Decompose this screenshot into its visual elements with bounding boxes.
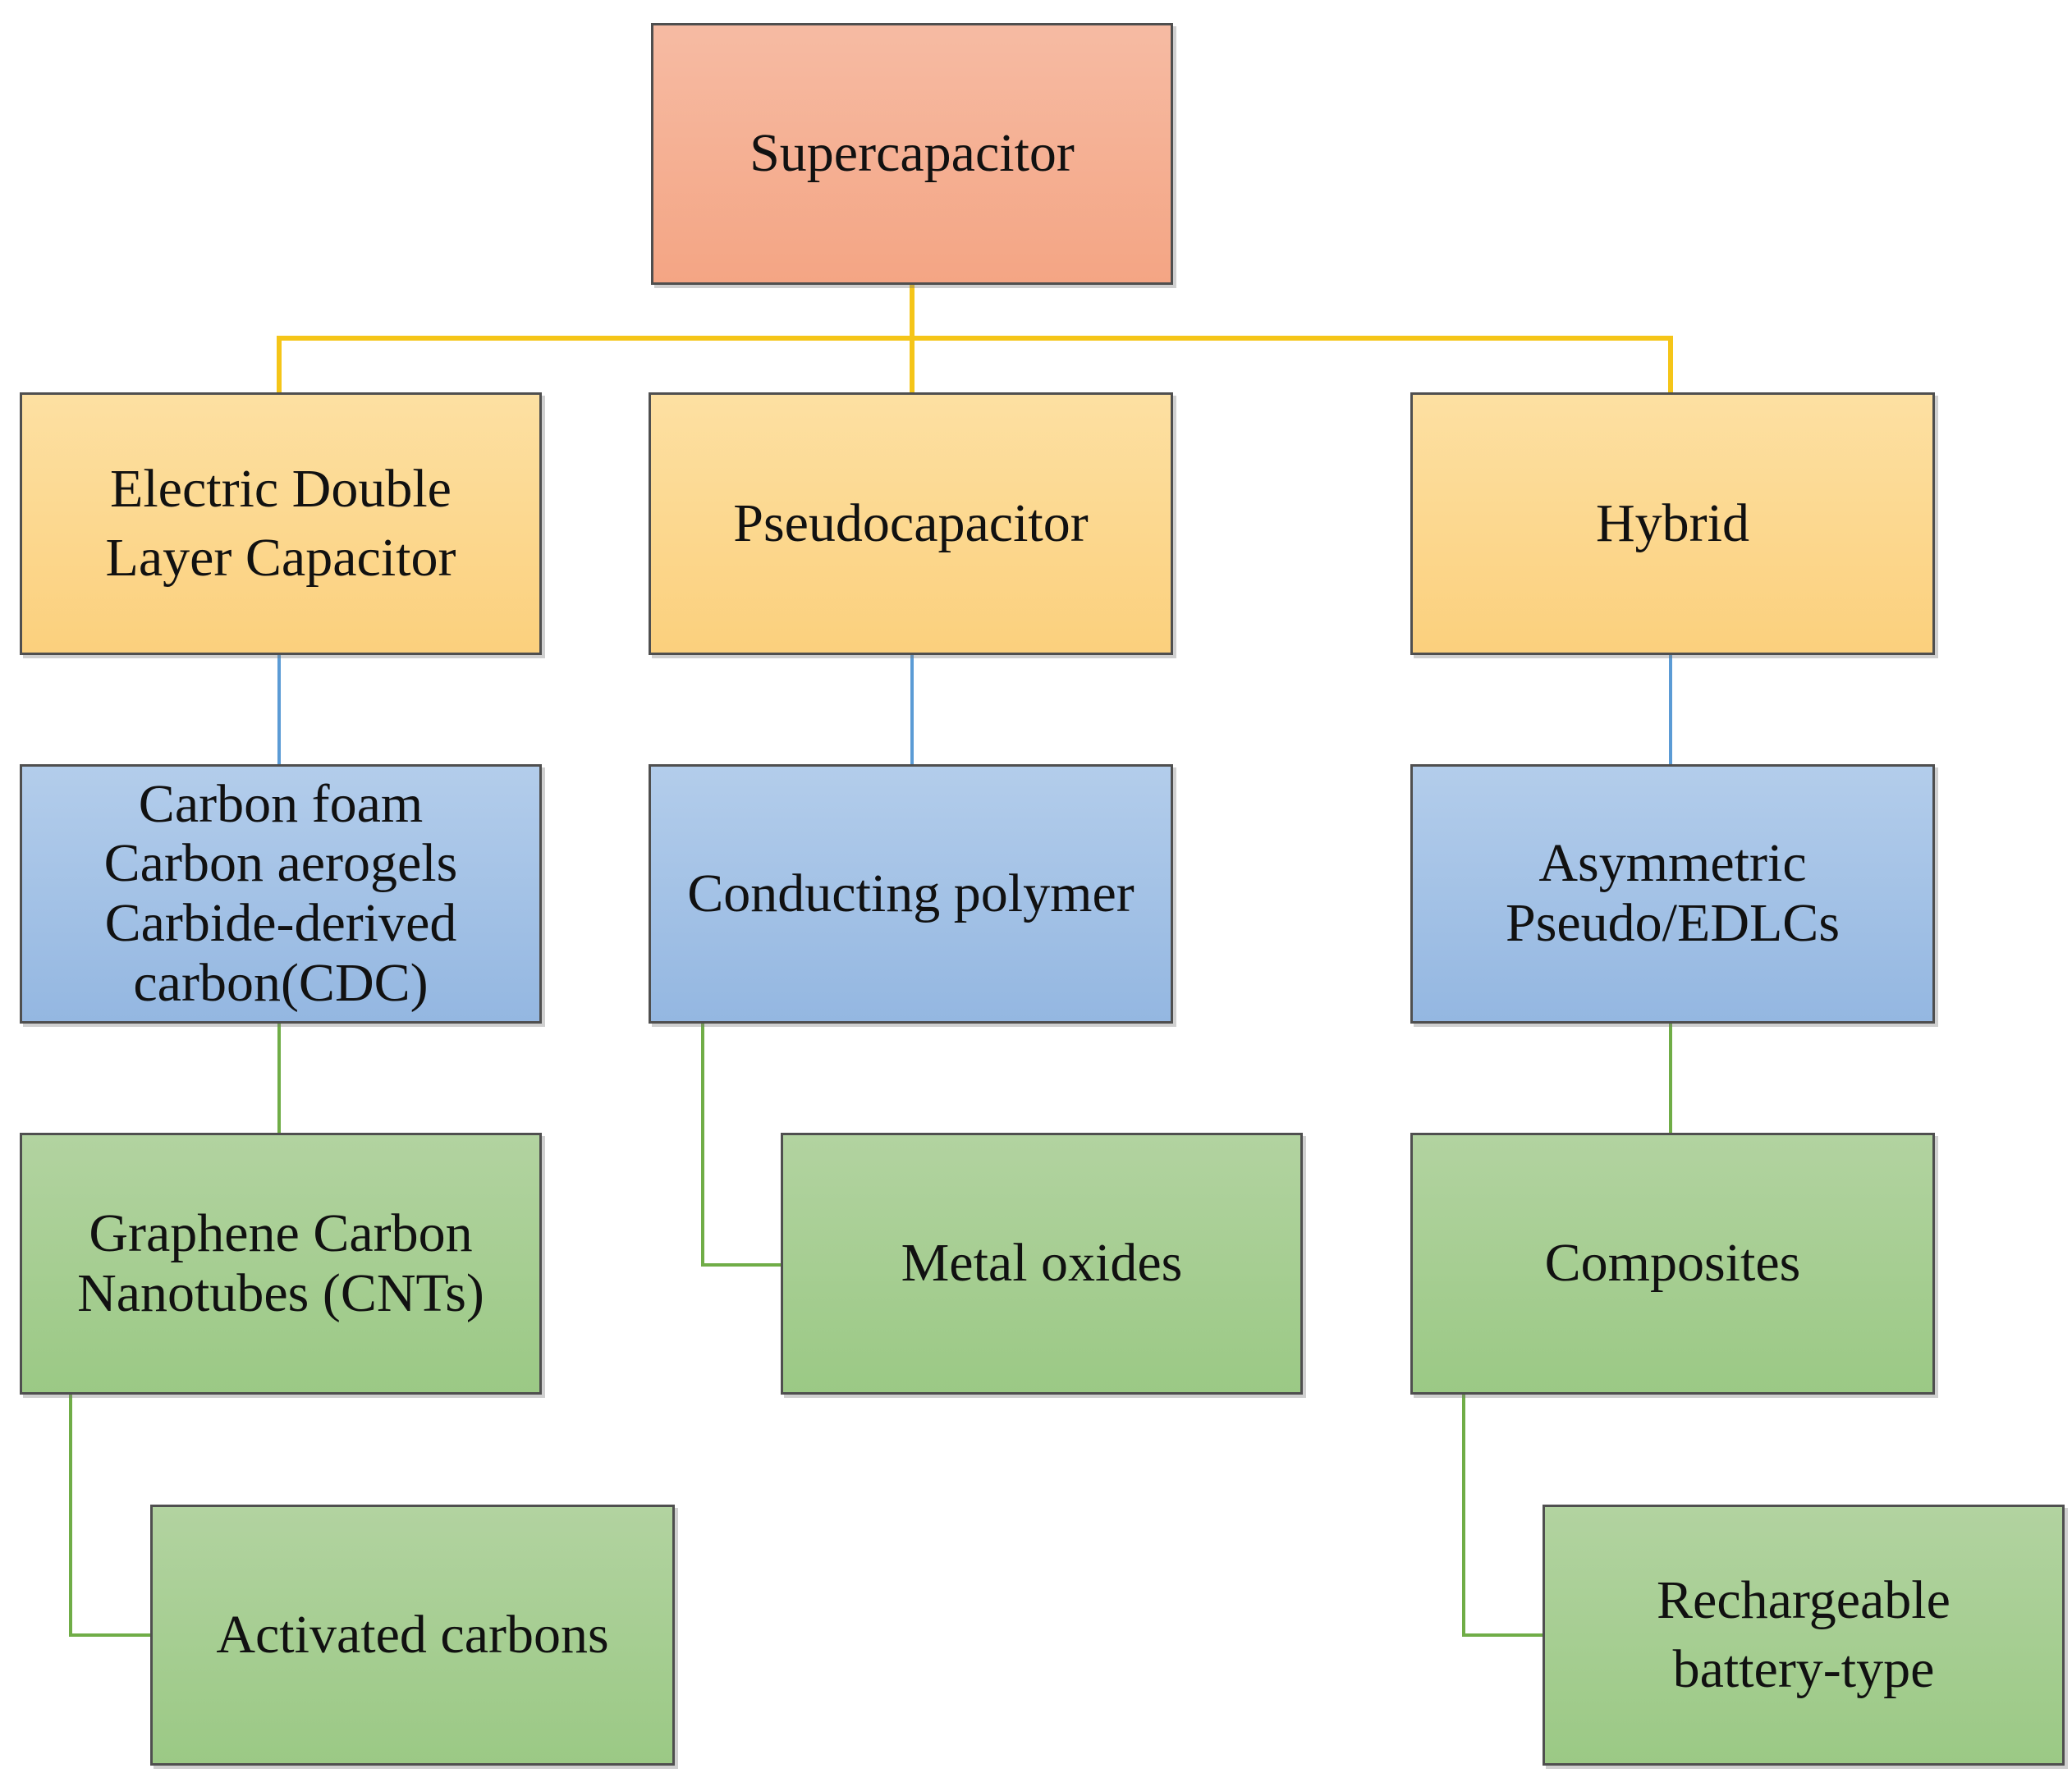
node-asymmetric-label: Asymmetric Pseudo/EDLCs <box>1505 833 1841 953</box>
node-carbon-materials-label: Carbon foam Carbon aerogels Carbide-deri… <box>103 773 458 1013</box>
node-metal-oxides: Metal oxides <box>781 1133 1303 1395</box>
node-graphene-cnts: Graphene Carbon Nanotubes (CNTs) <box>20 1133 542 1395</box>
connector-composites-to-rechargeable <box>1462 1395 1543 1637</box>
node-hybrid-label: Hybrid <box>1596 492 1749 553</box>
node-metal-oxides-label: Metal oxides <box>901 1233 1183 1294</box>
connector-graphene-to-activated <box>69 1395 150 1637</box>
node-activated-carbons-label: Activated carbons <box>216 1604 609 1665</box>
connector-types-bus <box>277 336 1673 392</box>
node-composites-label: Composites <box>1544 1233 1801 1294</box>
node-rechargeable-battery-type: Rechargeable battery-type <box>1543 1505 2065 1766</box>
node-conducting-polymer-label: Conducting polymer <box>687 863 1135 923</box>
node-composites: Composites <box>1410 1133 1935 1395</box>
node-edlc-label: Electric Double Layer Capacitor <box>105 458 456 588</box>
node-hybrid: Hybrid <box>1410 392 1935 655</box>
node-carbon-materials: Carbon foam Carbon aerogels Carbide-deri… <box>20 764 542 1024</box>
node-activated-carbons: Activated carbons <box>150 1505 675 1766</box>
node-conducting-polymer: Conducting polymer <box>649 764 1173 1024</box>
node-graphene-cnts-label: Graphene Carbon Nanotubes (CNTs) <box>77 1203 484 1323</box>
node-supercapacitor-label: Supercapacitor <box>749 123 1075 184</box>
node-edlc: Electric Double Layer Capacitor <box>20 392 542 655</box>
node-pseudocapacitor-label: Pseudocapacitor <box>733 492 1089 553</box>
node-asymmetric: Asymmetric Pseudo/EDLCs <box>1410 764 1935 1024</box>
connector-polymer-to-metal-oxides <box>701 1024 781 1267</box>
node-pseudocapacitor: Pseudocapacitor <box>649 392 1173 655</box>
node-supercapacitor: Supercapacitor <box>651 23 1173 285</box>
node-rechargeable-battery-type-label: Rechargeable battery-type <box>1657 1569 1951 1699</box>
